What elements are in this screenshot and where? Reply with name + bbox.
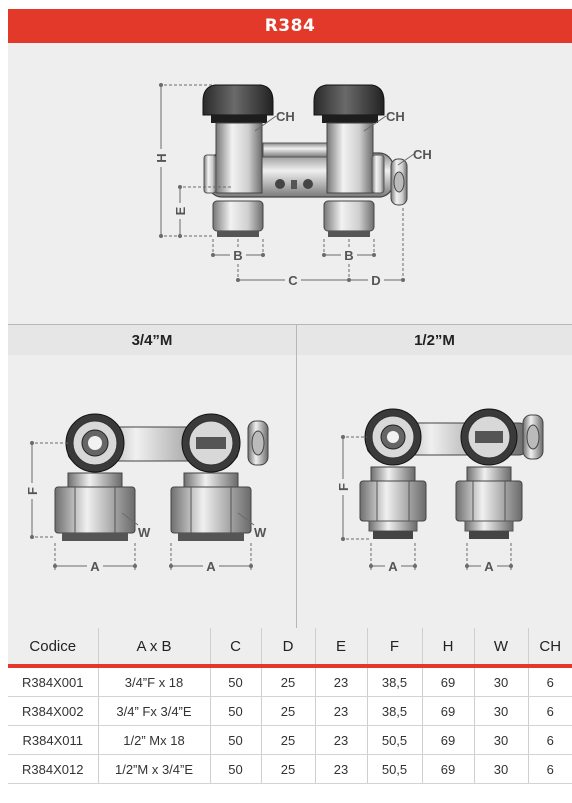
cell-f: 38,5 [366, 666, 422, 697]
dim-label-b: B [344, 248, 353, 263]
cell-codice: R384X002 [8, 696, 98, 726]
dim-label-d: D [371, 273, 380, 288]
valve-bottom-view-12: F A A [334, 408, 544, 574]
cell-codice: R384X001 [8, 666, 98, 697]
cell-h: 69 [421, 696, 474, 726]
dim-label-ch: CH [276, 109, 295, 124]
cell-f: 50,5 [366, 725, 422, 755]
right-port [455, 408, 523, 539]
cell-h: 69 [421, 725, 474, 755]
cell-c: 50 [209, 696, 261, 726]
product-title: R384 [8, 9, 572, 43]
dim-label-c: C [288, 273, 298, 288]
col-header-f: F [366, 628, 422, 668]
dim-label-a: A [206, 559, 216, 574]
dimensions-table: Codice A x B C D E F H W CH R384X001 3/4… [8, 628, 572, 784]
dim-label-a: A [388, 559, 398, 574]
dim-label-a: A [484, 559, 494, 574]
col-header-d: D [260, 628, 315, 668]
cell-axb: 1/2” Mx 18 [97, 725, 210, 755]
cell-c: 50 [209, 666, 261, 697]
cell-h: 69 [421, 754, 474, 784]
col-header-c: C [209, 628, 261, 668]
cell-axb: 3/4” Fx 3/4”E [97, 696, 210, 726]
dim-label-e: E [173, 206, 188, 215]
cell-ch: 6 [527, 666, 572, 697]
cell-h: 69 [421, 666, 474, 697]
dim-label-a: A [90, 559, 100, 574]
cell-codice: R384X011 [8, 725, 98, 755]
cell-c: 50 [209, 725, 261, 755]
view-header-right: 1/2”M [297, 325, 572, 355]
cell-w: 30 [473, 666, 528, 697]
dim-label-h: H [154, 153, 169, 162]
table-row: R384X012 1/2”M x 3/4”E 50 25 23 50,5 69 … [8, 754, 572, 784]
col-header-h: H [421, 628, 474, 668]
dim-label-ch: CH [386, 109, 405, 124]
right-port [170, 413, 252, 541]
left-port [359, 408, 427, 539]
cell-axb: 1/2”M x 3/4”E [97, 754, 210, 784]
cell-w: 30 [473, 725, 528, 755]
dim-label-w: W [254, 525, 267, 540]
cell-ch: 6 [527, 754, 572, 784]
col-header-w: W [473, 628, 528, 668]
view-header-left: 3/4”M [8, 325, 296, 355]
cell-d: 25 [260, 696, 315, 726]
dim-label-f: F [25, 487, 40, 495]
dimension-ticks [159, 83, 405, 282]
left-port [54, 413, 136, 541]
divider [296, 325, 297, 628]
table-row: R384X001 3/4”F x 18 50 25 23 38,5 69 30 … [8, 666, 572, 697]
cell-ch: 6 [527, 696, 572, 726]
cell-f: 38,5 [366, 696, 422, 726]
cell-e: 23 [314, 754, 367, 784]
dim-label-f: F [336, 483, 351, 491]
dim-label-w: W [138, 525, 151, 540]
cell-e: 23 [314, 696, 367, 726]
dim-label-b: B [233, 248, 242, 263]
cell-c: 50 [209, 754, 261, 784]
col-header-codice: Codice [8, 628, 98, 668]
cell-e: 23 [314, 666, 367, 697]
table-header-row: Codice A x B C D E F H W CH [8, 628, 572, 668]
cell-f: 50,5 [366, 754, 422, 784]
cell-d: 25 [260, 666, 315, 697]
cell-codice: R384X012 [8, 754, 98, 784]
cell-w: 30 [473, 696, 528, 726]
table-row: R384X011 1/2” Mx 18 50 25 23 50,5 69 30 … [8, 725, 572, 755]
valve-front-drawing: H E B B C D CH CH CH [152, 83, 432, 288]
dim-label-ch: CH [413, 147, 432, 162]
cell-d: 25 [260, 725, 315, 755]
divider [8, 324, 572, 325]
col-header-axb: A x B [97, 628, 210, 668]
cell-d: 25 [260, 754, 315, 784]
col-header-e: E [314, 628, 367, 668]
right-valve [313, 84, 385, 237]
cell-ch: 6 [527, 725, 572, 755]
valve-bottom-view-34: F A A W W [23, 413, 269, 574]
left-valve [202, 84, 274, 237]
col-header-ch: CH [527, 628, 572, 668]
table-row: R384X002 3/4” Fx 3/4”E 50 25 23 38,5 69 … [8, 696, 572, 726]
cell-e: 23 [314, 725, 367, 755]
cell-w: 30 [473, 754, 528, 784]
cell-axb: 3/4”F x 18 [97, 666, 210, 697]
